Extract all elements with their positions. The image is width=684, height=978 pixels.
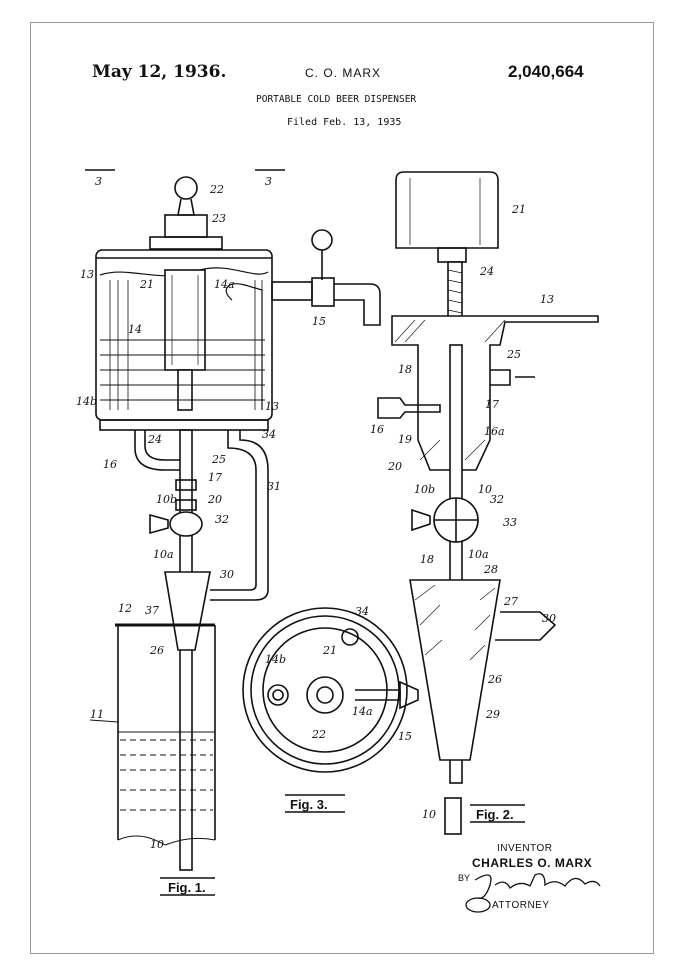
ref-numeral: 10b bbox=[156, 493, 177, 506]
page-border bbox=[30, 22, 654, 954]
inventor-label: INVENTOR bbox=[497, 843, 553, 854]
patent-title: PORTABLE COLD BEER DISPENSER bbox=[256, 94, 417, 105]
fig3-label: Fig. 3. bbox=[285, 794, 345, 813]
fig1-numerals: 3 3 22 23 13 21 14a 15 14 14b 24 34 13 1… bbox=[76, 175, 326, 851]
attorney-label: ATTORNEY bbox=[492, 900, 550, 911]
ref-numeral: 28 bbox=[483, 563, 498, 576]
ref-numeral: 37 bbox=[145, 604, 159, 617]
ref-numeral: 10a bbox=[153, 548, 174, 561]
ref-numeral: 21 bbox=[139, 278, 154, 291]
patent-number: 2,040,664 bbox=[508, 62, 584, 81]
ref-numeral: 17 bbox=[208, 471, 222, 484]
ref-numeral: 24 bbox=[147, 433, 162, 446]
fig1-drawing bbox=[85, 169, 381, 871]
ref-numeral: 10 bbox=[478, 483, 492, 496]
ref-numeral: 20 bbox=[387, 460, 402, 473]
inventor-short: C. O. MARX bbox=[305, 66, 382, 80]
ref-numeral: 14b bbox=[265, 653, 286, 666]
ref-numeral: 16a bbox=[484, 425, 505, 438]
ref-numeral: 11 bbox=[90, 708, 104, 721]
ref-numeral: 34 bbox=[355, 605, 369, 618]
ref-numeral: 10a bbox=[468, 548, 489, 561]
ref-numeral: 16 bbox=[370, 423, 384, 436]
svg-text:Fig. 1.: Fig. 1. bbox=[168, 880, 206, 895]
fig2-numerals: 21 24 13 25 18 17 16 16a 19 20 10b 10 32… bbox=[370, 203, 556, 821]
ref-numeral: 30 bbox=[220, 568, 234, 581]
ref-numeral: 32 bbox=[490, 493, 504, 506]
ref-numeral: 10b bbox=[414, 483, 435, 496]
ref-numeral: 16 bbox=[103, 458, 117, 471]
ref-numeral: 3 bbox=[95, 175, 102, 188]
inventor-name: CHARLES O. MARX bbox=[472, 856, 593, 870]
fig2-label: Fig. 2. bbox=[470, 804, 525, 823]
ref-numeral: 14a bbox=[352, 705, 373, 718]
ref-numeral: 19 bbox=[398, 433, 412, 446]
ref-numeral: 14b bbox=[76, 395, 97, 408]
fig1-label: Fig. 1. bbox=[160, 877, 215, 896]
ref-numeral: 21 bbox=[511, 203, 526, 216]
ref-numeral: 13 bbox=[265, 400, 279, 413]
ref-numeral: 26 bbox=[149, 644, 164, 657]
ref-numeral: 23 bbox=[211, 212, 226, 225]
ref-numeral: 14 bbox=[128, 323, 142, 336]
fig3-drawing bbox=[242, 607, 419, 773]
ref-numeral: 30 bbox=[542, 612, 556, 625]
ref-numeral: 18 bbox=[398, 363, 412, 376]
ref-numeral: 22 bbox=[209, 183, 224, 196]
ref-numeral: 12 bbox=[118, 602, 132, 615]
ref-numeral: 26 bbox=[487, 673, 502, 686]
ref-numeral: 29 bbox=[485, 708, 500, 721]
ref-numeral: 31 bbox=[267, 480, 281, 493]
patent-date: May 12, 1936. bbox=[92, 62, 227, 82]
ref-numeral: 10 bbox=[150, 838, 164, 851]
ref-numeral: 10 bbox=[422, 808, 436, 821]
ref-numeral: 33 bbox=[503, 516, 517, 529]
ref-numeral: 3 bbox=[265, 175, 272, 188]
ref-numeral: 32 bbox=[215, 513, 229, 526]
fig2-drawing bbox=[377, 171, 599, 835]
ref-numeral: 25 bbox=[211, 453, 226, 466]
ref-numeral: 24 bbox=[479, 265, 494, 278]
ref-numeral: 34 bbox=[262, 428, 276, 441]
svg-text:Fig. 2.: Fig. 2. bbox=[476, 807, 514, 822]
ref-numeral: 15 bbox=[398, 730, 412, 743]
filed-date: Filed Feb. 13, 1935 bbox=[287, 117, 402, 128]
ref-numeral: 21 bbox=[322, 644, 337, 657]
ref-numeral: 22 bbox=[311, 728, 326, 741]
ref-numeral: 20 bbox=[207, 493, 222, 506]
ref-numeral: 25 bbox=[506, 348, 521, 361]
ref-numeral: 17 bbox=[485, 398, 499, 411]
ref-numeral: 13 bbox=[80, 268, 94, 281]
ref-numeral: 15 bbox=[312, 315, 326, 328]
ref-numeral: 13 bbox=[540, 293, 554, 306]
ref-numeral: 14a bbox=[214, 278, 235, 291]
ref-numeral: 27 bbox=[503, 595, 518, 608]
ref-numeral: 18 bbox=[420, 553, 434, 566]
fig3-numerals: 34 21 14b 22 14a 15 bbox=[265, 605, 412, 743]
attorney-signature bbox=[465, 873, 601, 913]
svg-text:Fig. 3.: Fig. 3. bbox=[290, 797, 328, 812]
by-label: BY bbox=[458, 873, 471, 883]
